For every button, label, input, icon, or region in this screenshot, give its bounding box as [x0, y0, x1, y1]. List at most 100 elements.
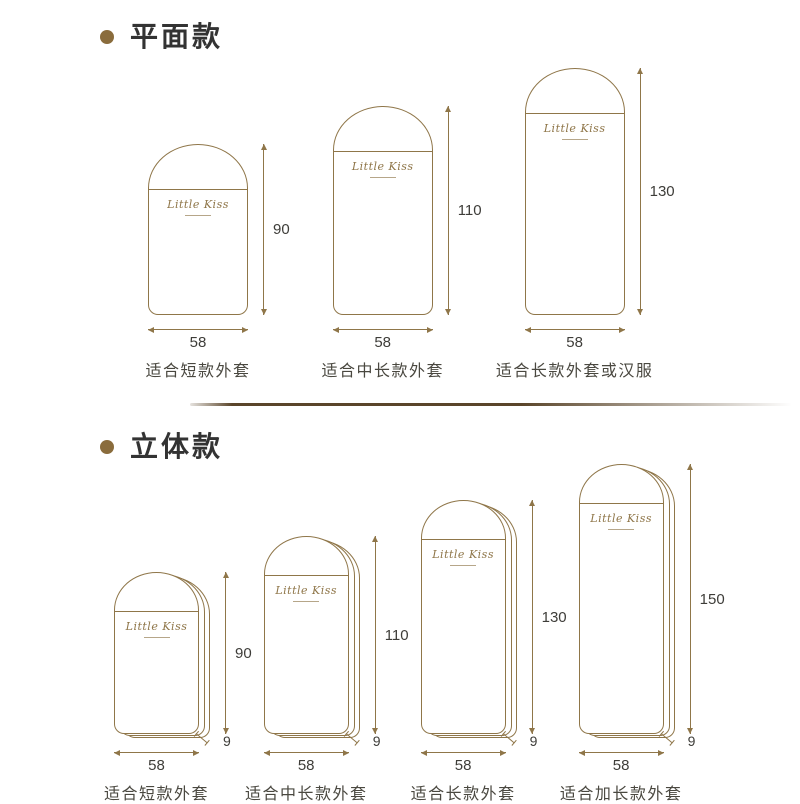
bag-caption: 适合长款外套: [410, 786, 516, 803]
height-dimension-line: [372, 536, 379, 734]
height-dimension: 150: [687, 464, 725, 734]
bag-with-height-dimension: Little Kiss 9 110: [263, 536, 409, 749]
height-dimension: 110: [445, 106, 482, 315]
bag-seam-line: [115, 611, 198, 612]
caption-wrap: 适合长款外套或汉服: [496, 357, 652, 381]
garment-bag-figure: Little Kiss 130 58 适合长款外套或汉服: [496, 68, 675, 381]
brand-label: Little Kiss: [422, 548, 505, 566]
bag-seam-line: [264, 575, 348, 576]
height-dimension: 130: [637, 68, 675, 315]
bag-front-panel: Little Kiss: [263, 536, 349, 734]
height-dimension-line: [222, 572, 229, 734]
bag-with-height-dimension: Little Kiss 9 90: [114, 572, 252, 749]
height-dimension: 90: [260, 144, 290, 315]
bag-seam-line: [333, 151, 432, 152]
height-dimension-line: [529, 500, 536, 734]
bag-caption: 适合短款外套: [145, 363, 251, 380]
height-value: 90: [235, 644, 252, 662]
depth-value: 9: [372, 733, 381, 749]
brand-label: Little Kiss: [265, 584, 348, 602]
bag-caption: 适合加长款外套: [559, 786, 683, 803]
width-value: 58: [454, 757, 472, 774]
brand-label: Little Kiss: [115, 620, 198, 638]
bag-with-height-dimension: Little Kiss 90: [148, 144, 290, 315]
width-dimension-line: [332, 326, 433, 333]
bullet-icon: [100, 30, 114, 44]
bag-seam-line: [525, 113, 624, 114]
width-dimension-line: [420, 749, 506, 756]
bag-with-height-dimension: Little Kiss 9 130: [420, 500, 567, 749]
section-solid: 立体款 Little Kiss 9 90 58 适合短款外套: [0, 406, 800, 804]
garment-bag-figure: Little Kiss 9 130 58 适合长款外套: [411, 500, 567, 804]
height-value: 150: [699, 590, 725, 608]
bag-front-panel: Little Kiss: [420, 500, 506, 734]
width-dimension-line: [578, 749, 664, 756]
garment-bag-drawing: Little Kiss 9: [114, 572, 231, 749]
bag-front-panel: Little Kiss: [332, 106, 433, 315]
height-value: 130: [649, 183, 675, 200]
bag-front-panel: Little Kiss: [578, 464, 664, 734]
garment-bag-drawing: Little Kiss 9: [578, 464, 695, 749]
height-value: 110: [457, 202, 482, 219]
height-dimension-line: [260, 144, 267, 315]
width-value: 58: [297, 757, 315, 774]
brand-label: Little Kiss: [580, 512, 663, 530]
width-dimension-line: [114, 749, 199, 756]
width-value: 58: [612, 757, 630, 774]
bag-caption: 适合长款外套或汉服: [495, 363, 654, 380]
garment-bag-drawing: Little Kiss 9: [420, 500, 537, 749]
width-value: 58: [374, 334, 392, 351]
garment-bag-drawing: Little Kiss 9: [263, 536, 380, 749]
solid-section-header: 立体款: [0, 430, 800, 464]
caption-wrap: 适合短款外套: [104, 780, 208, 804]
bag-caption: 适合短款外套: [104, 786, 210, 803]
height-dimension-line: [445, 106, 452, 315]
brand-label: Little Kiss: [334, 160, 432, 178]
bag-front-panel: Little Kiss: [148, 144, 248, 315]
caption-wrap: 适合中长款外套: [321, 357, 442, 381]
width-value: 58: [148, 757, 165, 774]
bag-seam-line: [149, 189, 247, 190]
height-dimension: 130: [529, 500, 567, 734]
depth-value: 9: [223, 733, 231, 749]
bullet-icon: [100, 440, 114, 454]
width-value: 58: [566, 334, 583, 351]
bag-seam-line: [579, 503, 663, 504]
garment-bag-figure: Little Kiss 9 110 58 适合中长款外套: [245, 536, 409, 804]
depth-value: 9: [687, 733, 696, 749]
width-value: 58: [189, 334, 207, 351]
section-flat: 平面款 Little Kiss 90 58 适合短款外套: [0, 0, 800, 381]
flat-section-header: 平面款: [0, 20, 800, 54]
height-dimension-line: [637, 68, 644, 315]
height-dimension-line: [687, 464, 694, 734]
caption-wrap: 适合加长款外套: [560, 780, 681, 804]
brand-label: Little Kiss: [149, 198, 247, 216]
height-value: 90: [273, 221, 290, 238]
garment-bag-figure: Little Kiss 90 58 适合短款外套: [145, 144, 290, 381]
depth-value: 9: [529, 733, 538, 749]
flat-bags-row: Little Kiss 90 58 适合短款外套 Little Kiss: [0, 68, 800, 381]
caption-wrap: 适合短款外套: [145, 357, 251, 381]
solid-section-title: 立体款: [130, 431, 224, 462]
bag-seam-line: [421, 539, 505, 540]
caption-wrap: 适合中长款外套: [245, 780, 366, 804]
height-dimension: 90: [222, 572, 252, 734]
bag-with-height-dimension: Little Kiss 130: [524, 68, 675, 315]
garment-bag-figure: Little Kiss 9 150 58 适合加长款外套: [560, 464, 725, 804]
garment-bag-drawing: Little Kiss: [148, 144, 248, 315]
garment-bag-drawing: Little Kiss: [332, 106, 433, 315]
garment-bag-drawing: Little Kiss: [524, 68, 625, 315]
bag-front-panel: Little Kiss: [114, 572, 199, 734]
solid-bags-row: Little Kiss 9 90 58 适合短款外套 Little Kiss: [0, 464, 800, 804]
flat-section-title: 平面款: [130, 21, 224, 52]
bag-caption: 适合中长款外套: [244, 786, 368, 803]
bag-with-height-dimension: Little Kiss 9 150: [578, 464, 725, 749]
section-divider: [190, 403, 792, 406]
bag-front-panel: Little Kiss: [524, 68, 625, 315]
width-dimension-line: [148, 326, 248, 333]
brand-label: Little Kiss: [526, 122, 624, 140]
width-dimension-line: [524, 326, 625, 333]
height-value: 110: [384, 626, 409, 644]
height-dimension: 110: [372, 536, 409, 734]
